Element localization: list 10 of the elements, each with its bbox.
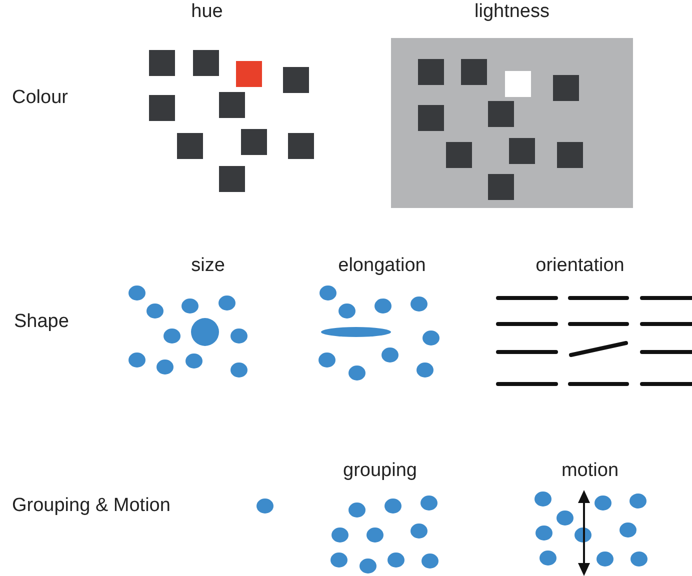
panel-title: grouping [343, 461, 417, 482]
panel-title: hue [191, 2, 223, 23]
row-title: Colour [12, 88, 68, 109]
panel-title: orientation [536, 256, 624, 277]
row-title: Grouping & Motion [12, 496, 170, 517]
panel-title: lightness [474, 2, 550, 23]
panel-title: motion [561, 461, 619, 482]
panel-title: size [191, 256, 225, 277]
row-title: Shape [14, 312, 69, 333]
panel-title: elongation [338, 256, 426, 277]
